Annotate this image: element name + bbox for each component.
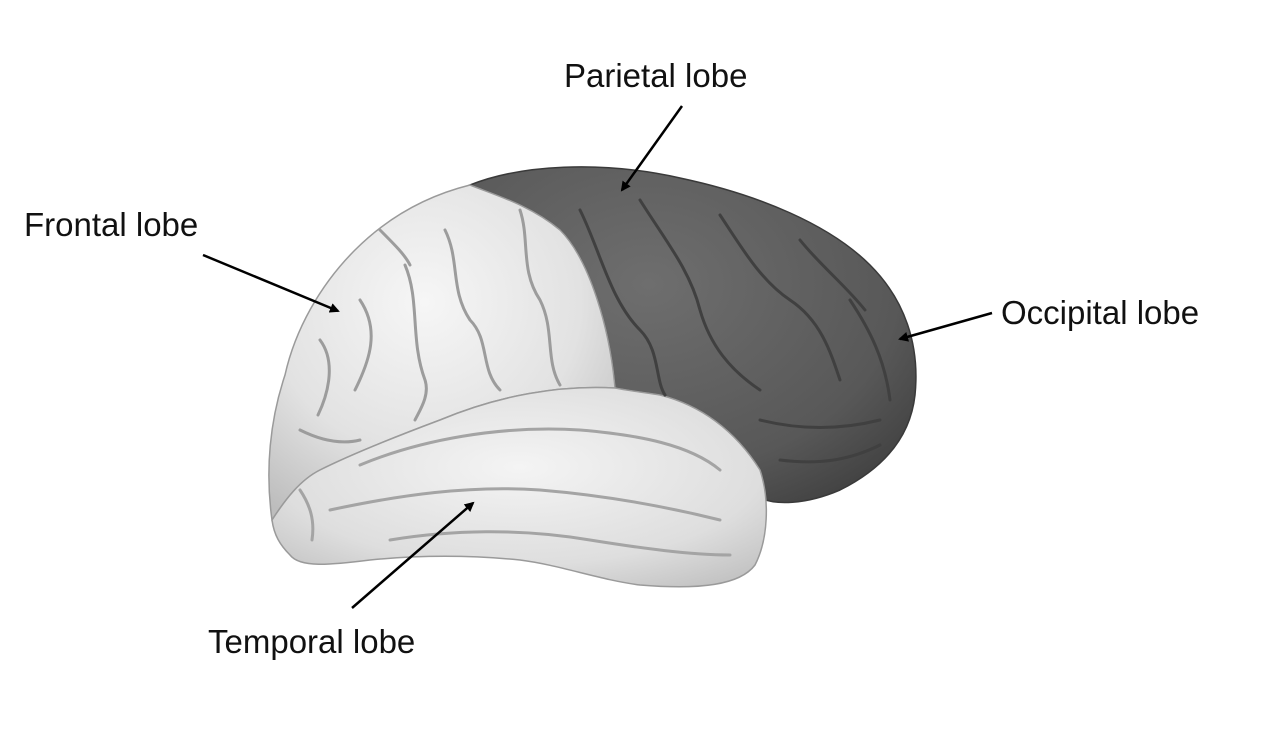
parietal-lobe-label: Parietal lobe [564, 57, 748, 94]
occipital-lobe-label: Occipital lobe [1001, 294, 1200, 331]
frontal-gyri [298, 208, 562, 444]
temporal-lobe-label: Temporal lobe [208, 623, 416, 660]
occipital-arrow [898, 311, 993, 342]
temporal-gyri [298, 427, 732, 557]
frontal-arrow [202, 253, 340, 313]
temporal-arrow [351, 501, 475, 609]
frontal-lobe-label: Frontal lobe [24, 206, 199, 243]
parietal-occipital-gyri [578, 198, 892, 464]
parietal-arrow [620, 105, 684, 192]
